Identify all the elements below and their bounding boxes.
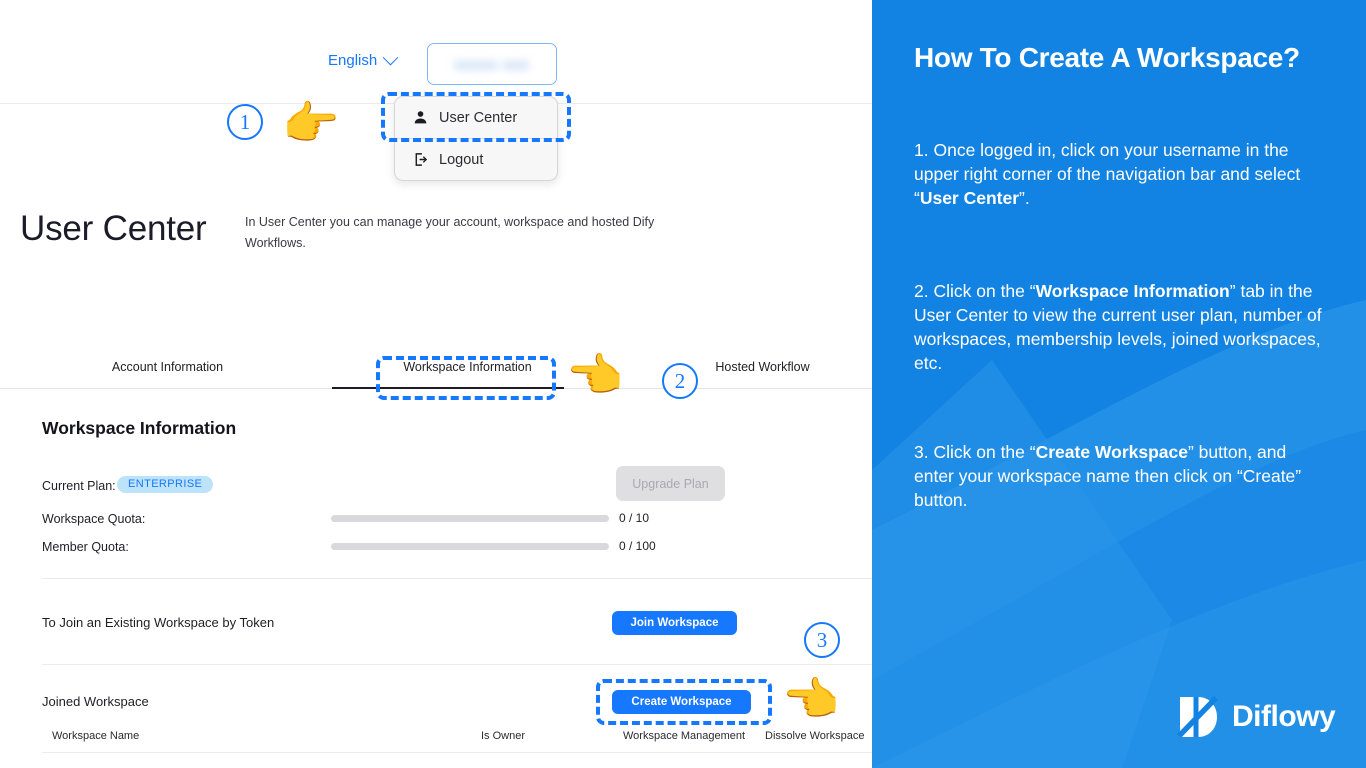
section-title-workspace-information: Workspace Information — [42, 418, 237, 438]
panel-step-2-text-after: ” tab in the User Center to view the cur… — [914, 281, 1322, 374]
pointing-hand-left-icon: 👈 — [566, 349, 624, 401]
tab-account-information[interactable]: Account Information — [111, 360, 224, 374]
username-button[interactable]: xxxxx xxx — [427, 43, 557, 85]
tab-bar: Account Information Workspace Informatio… — [0, 360, 872, 392]
panel-step-1-text-before: Once logged in, click on your username i… — [914, 140, 1301, 209]
logout-icon — [415, 153, 428, 166]
join-workspace-button[interactable]: Join Workspace — [612, 611, 737, 635]
panel-step-1-text-after: ”. — [1019, 188, 1030, 209]
pointing-hand-left-icon: 👈 — [782, 673, 840, 725]
navigation-bar: English xxxxx xxx — [0, 0, 872, 104]
menu-item-user-center-label: User Center — [439, 109, 518, 126]
create-workspace-button[interactable]: Create Workspace — [612, 690, 751, 714]
panel-step-1: 1. Once logged in, click on your usernam… — [914, 138, 1329, 210]
panel-step-2-number: 2. — [914, 281, 929, 301]
status-badge-plan: ENTERPRISE — [117, 476, 214, 493]
member-quota-value: 0 / 100 — [619, 539, 656, 553]
annotation-step-number-1: 1 — [227, 104, 263, 140]
panel-step-1-number: 1. — [914, 140, 929, 160]
panel-step-2: 2. Click on the “Workspace Information” … — [914, 279, 1329, 376]
panel-step-3-number: 3. — [914, 442, 929, 462]
workspace-quota-label: Workspace Quota: — [42, 512, 146, 526]
instruction-panel: How To Create A Workspace? 1. Once logge… — [872, 0, 1366, 768]
panel-step-2-bold: Workspace Information — [1035, 281, 1230, 301]
chevron-down-icon — [382, 49, 399, 66]
table-header-divider — [42, 752, 872, 753]
panel-step-3: 3. Click on the “Create Workspace” butto… — [914, 440, 1329, 512]
workspace-quota-progressbar — [331, 515, 609, 522]
page-title: User Center — [20, 209, 207, 248]
annotation-step-number-3: 3 — [804, 622, 840, 658]
menu-item-logout[interactable]: Logout — [395, 139, 557, 180]
panel-step-1-bold: User Center — [919, 188, 1020, 209]
joined-workspace-label: Joined Workspace — [42, 694, 149, 709]
annotation-step-number-2: 2 — [662, 363, 698, 399]
person-icon — [414, 111, 427, 124]
section-divider — [42, 664, 872, 665]
background-wave-decoration — [872, 300, 1366, 768]
diflowy-logo-icon — [1177, 696, 1218, 738]
upgrade-plan-button[interactable]: Upgrade Plan — [616, 466, 725, 501]
pointing-hand-right-icon: 👉 — [282, 97, 340, 149]
table-header-workspace-name: Workspace Name — [52, 730, 140, 742]
tab-hosted-workflow[interactable]: Hosted Workflow — [715, 360, 810, 374]
table-header-is-owner: Is Owner — [481, 730, 526, 742]
menu-item-user-center[interactable]: User Center — [395, 97, 557, 138]
section-divider — [42, 578, 872, 579]
current-plan-label: Current Plan: — [42, 479, 116, 493]
username-value: xxxxx xxx — [454, 56, 530, 72]
tab-active-indicator — [332, 387, 564, 389]
workspace-quota-value: 0 / 10 — [619, 511, 650, 525]
panel-step-3-text-before: Click on the “ — [928, 442, 1036, 462]
panel-step-3-bold: Create Workspace — [1035, 442, 1188, 462]
panel-step-3-text-after: ” button, and enter your workspace name … — [914, 442, 1302, 511]
member-quota-label: Member Quota: — [42, 540, 129, 554]
application-screenshot: English xxxxx xxx User Center — [0, 0, 872, 753]
join-workspace-label: To Join an Existing Workspace by Token — [42, 615, 275, 630]
member-quota-progressbar — [331, 543, 609, 550]
page-description: In User Center you can manage your accou… — [245, 215, 655, 250]
brand-name: Diflowy — [1232, 700, 1336, 733]
panel-title: How To Create A Workspace? — [914, 42, 1300, 73]
brand-logo: Diflowy — [1176, 695, 1336, 739]
user-dropdown-menu: User Center Logout — [394, 96, 558, 181]
tab-workspace-information[interactable]: Workspace Information — [403, 360, 532, 374]
language-label: English — [328, 52, 378, 69]
table-header-workspace-management: Workspace Management — [623, 730, 746, 742]
panel-step-2-text-before: Click on the “ — [928, 281, 1036, 301]
menu-item-logout-label: Logout — [439, 151, 484, 168]
table-header-dissolve-workspace: Dissolve Workspace — [765, 730, 865, 742]
language-selector[interactable]: English — [328, 49, 399, 69]
